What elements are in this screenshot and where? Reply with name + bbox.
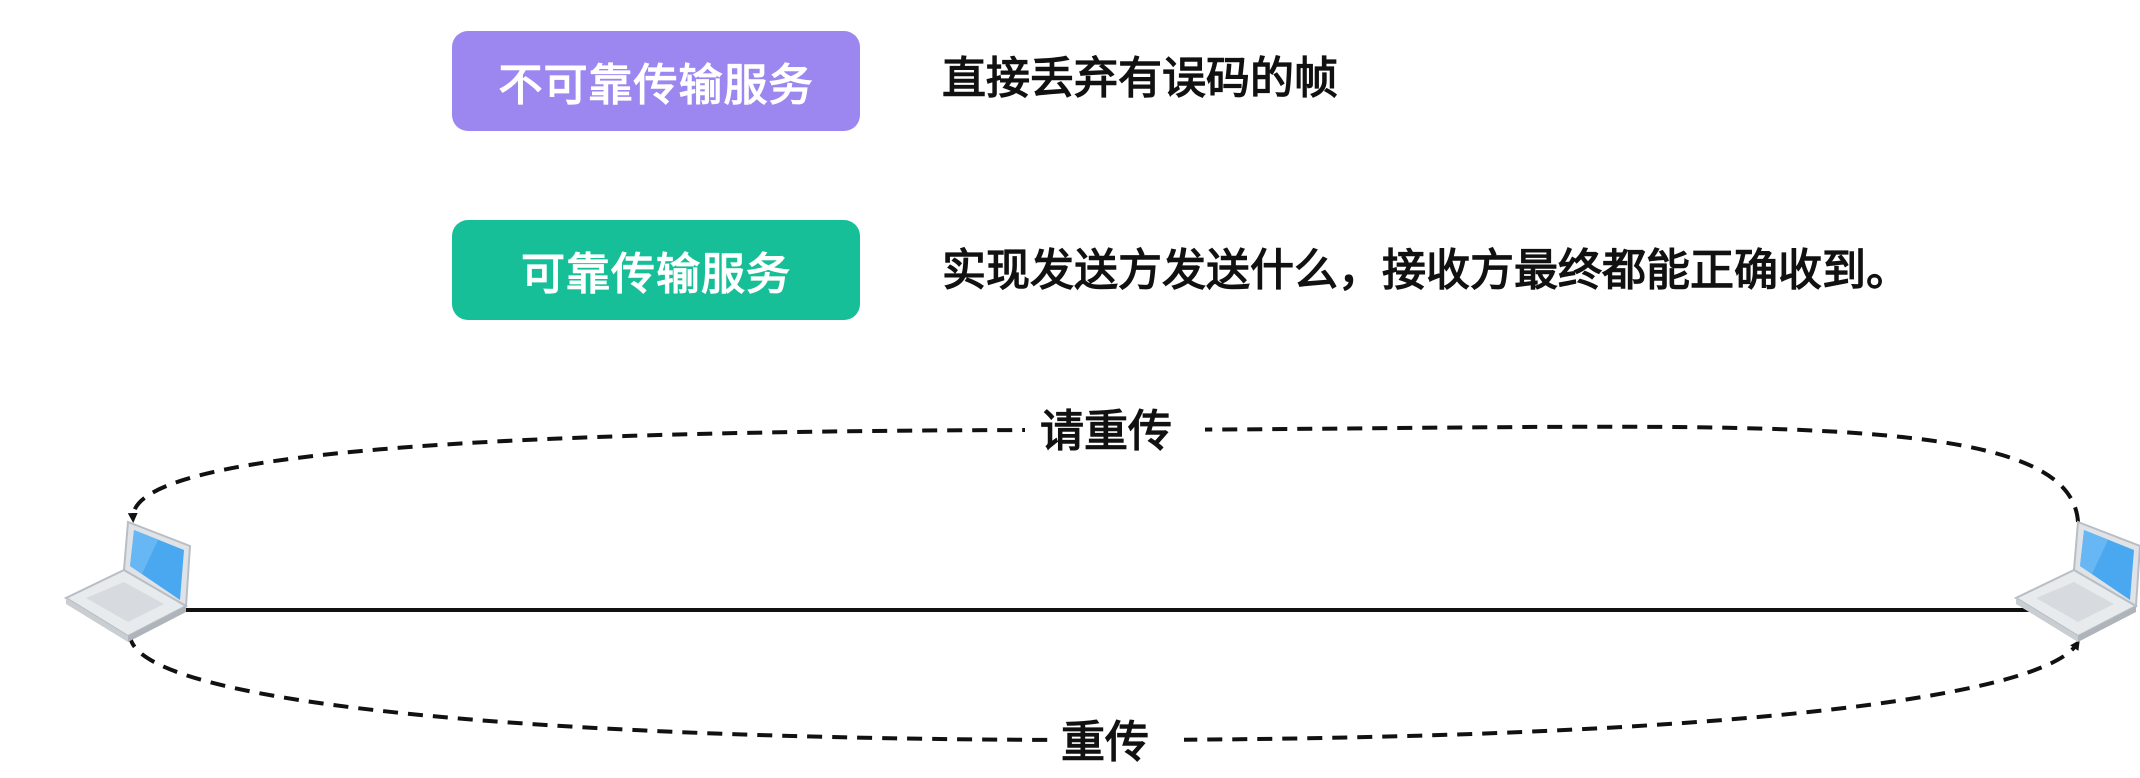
- reliable-service-label: 可靠传输服务: [521, 249, 791, 300]
- unreliable-service-label: 不可靠传输服务: [498, 60, 814, 111]
- unreliable-service-description: 直接丢弃有误码的帧: [942, 53, 1338, 104]
- bottom-dashed-arrow: [127, 632, 2080, 743]
- laptop-icon: [63, 520, 192, 642]
- top-arrow-label: 请重传: [1040, 406, 1172, 457]
- laptop-icon: [2013, 520, 2140, 642]
- bottom-arrow-label: 重传: [1061, 717, 1149, 768]
- reliable-service-description: 实现发送方发送什么，接收方最终都能正确收到。: [942, 245, 1910, 296]
- reliable-service-badge: 可靠传输服务: [452, 220, 860, 320]
- unreliable-service-badge: 不可靠传输服务: [452, 31, 860, 131]
